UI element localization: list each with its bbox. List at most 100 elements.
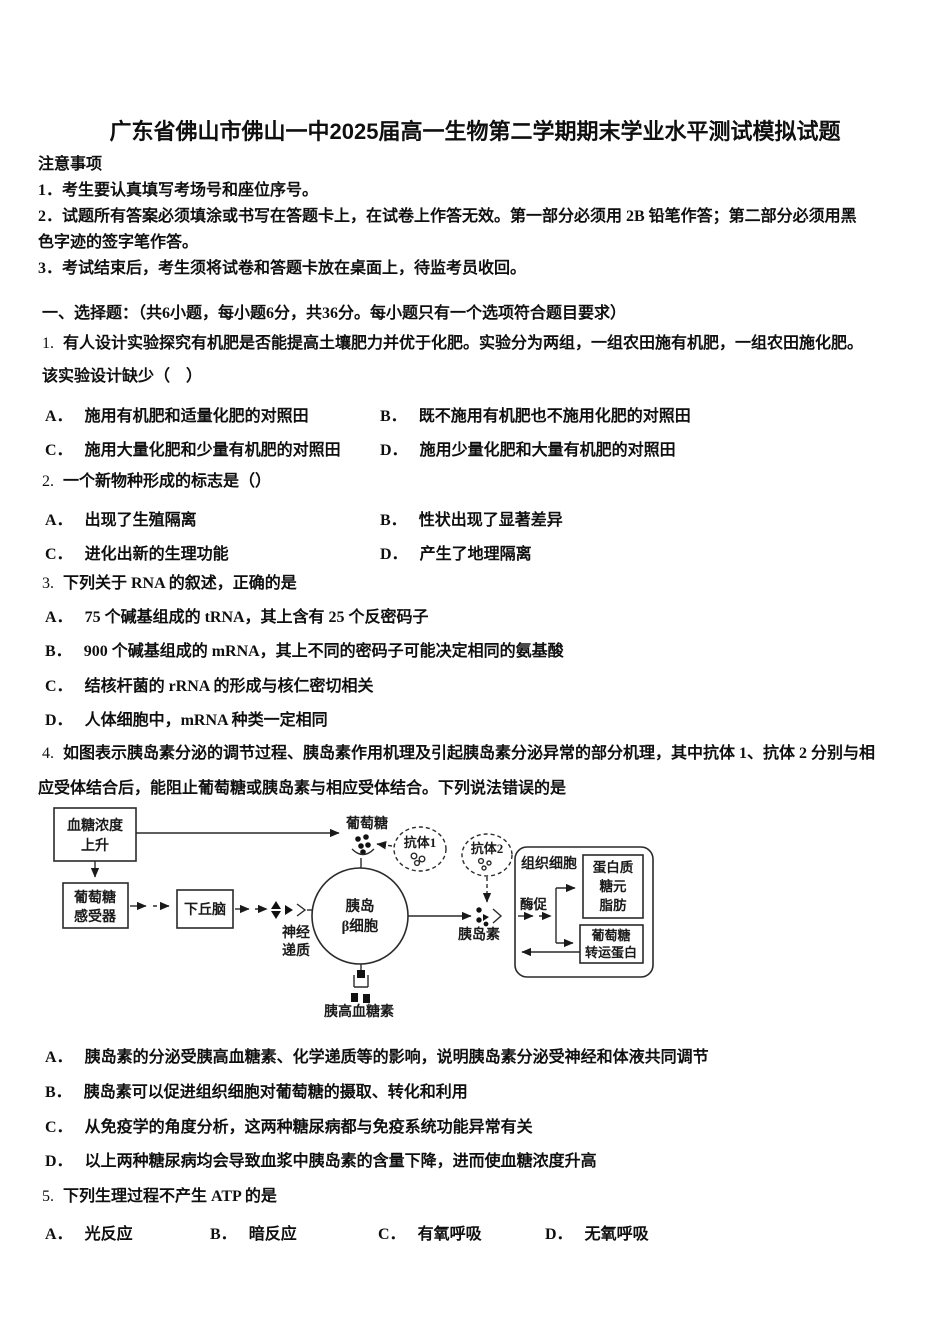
label-enzyme: 酶促 (520, 896, 548, 912)
option-q1-c-label: C． (45, 442, 73, 459)
question-2-stem-text: 一个新物种形成的标志是（） (63, 473, 272, 490)
question-2-options-row-2: C．进化出新的生理功能 D．产生了地理隔离 (0, 540, 950, 564)
question-1-options-row-1: A．施用有机肥和适量化肥的对照田 B．既不施用有机肥也不施用化肥的对照田 (0, 402, 950, 426)
option-q3-c-text: 结核杆菌的 rRNA 的形成与核仁密切相关 (84, 678, 374, 695)
option-q5-a-label: A． (45, 1226, 73, 1243)
question-5-stem-text: 下列生理过程不产生 ATP 的是 (63, 1188, 277, 1205)
option-q3-c: C．结核杆菌的 rRNA 的形成与核仁密切相关 (45, 676, 373, 698)
question-2-stem: 2. 一个新物种形成的标志是（） (42, 471, 271, 493)
label-glucagon: 胰高血糖素 (324, 1003, 394, 1020)
glucose-receptor-site: 葡萄糖 (345, 815, 388, 868)
section-header: 一、选择题：（共6小题，每小题6分，共36分。每小题只有一个选项符合题目要求） (42, 305, 627, 322)
option-q4-a-text: 胰岛素的分泌受胰高血糖素、化学递质等的影响，说明胰岛素分泌受神经和体液共同调节 (84, 1049, 709, 1066)
option-q2-a: A．出现了生殖隔离 (45, 506, 197, 530)
question-1-options-row-2: C． 施用大量化肥和少量有机肥的对照田 D．施用少量化肥和大量有机肥的对照田 (0, 436, 950, 460)
option-q2-b-label: B． (380, 512, 407, 529)
option-q1-a-label: A． (45, 408, 73, 425)
label-glucose: 葡萄糖 (345, 815, 388, 832)
question-5-stem: 5. 下列生理过程不产生 ATP 的是 (42, 1186, 277, 1208)
option-q4-d-text: 以上两种糖尿病均会导致血浆中胰岛素的含量下降，进而使血糖浓度升高 (84, 1153, 597, 1170)
question-3-stem-text: 下列关于 RNA 的叙述，正确的是 (63, 575, 297, 592)
box-blood-glucose-rise: 血糖浓度 上升 (53, 807, 137, 862)
label-sensor-1: 葡萄糖 (73, 889, 116, 906)
option-q4-c-label: C． (45, 1119, 73, 1136)
label-product-2: 糖元 (600, 878, 628, 894)
notice-heading: 注意事项 (38, 156, 103, 173)
option-q1-c: C． 施用大量化肥和少量有机肥的对照田 (45, 436, 341, 460)
label-sensor-2: 感受器 (74, 908, 117, 925)
antibody1-bubble: 抗体1 (376, 826, 447, 872)
box-glucose-sensor: 葡萄糖 感受器 (62, 882, 129, 929)
question-1-stem-text: 有人设计实验探究有机肥是否能提高土壤肥力并优于化肥。实验分为两组，一组农田施有机… (63, 335, 864, 352)
option-q3-a: A．75 个碱基组成的 tRNA，其上含有 25 个反密码子 (45, 607, 429, 629)
option-q2-d-label: D． (380, 546, 408, 563)
option-q5-c-text: 有氧呼吸 (417, 1226, 482, 1243)
box-hypothalamus: 下丘脑 (176, 889, 234, 929)
option-q4-b-text: 胰岛素可以促进组织细胞对葡萄糖的摄取、转化和利用 (83, 1084, 468, 1101)
question-5-options-row: A． 光反应 B．暗反应 C． 有氧呼吸 D． 无氧呼吸 (0, 1220, 950, 1244)
neurotransmitter-symbols: 神经 递质 (271, 901, 313, 959)
label-antibody1: 抗体1 (404, 835, 437, 850)
option-q3-d-text: 人体细胞中，mRNA 种类一定相同 (84, 712, 328, 729)
option-q4-b-label: B． (45, 1084, 72, 1101)
label-transporter-1: 葡萄糖 (590, 928, 630, 943)
diagram-arrows-left (90, 828, 340, 914)
option-q1-b: B．既不施用有机肥也不施用化肥的对照田 (380, 402, 691, 426)
option-q4-b: B． 胰岛素可以促进组织细胞对葡萄糖的摄取、转化和利用 (45, 1082, 468, 1104)
option-q3-b-text: 900 个碱基组成的 mRNA，其上不同的密码子可能决定相同的氨基酸 (83, 643, 564, 660)
option-q5-b: B．暗反应 (210, 1220, 297, 1244)
option-q2-b-text: 性状出现了显著差异 (418, 512, 563, 529)
option-q3-b-label: B． (45, 643, 72, 660)
option-q5-d-label: D． (545, 1226, 573, 1243)
glucagon-site: 胰高血糖素 (324, 964, 394, 1020)
option-q4-c-text: 从免疫学的角度分析，这两种糖尿病都与免疫系统功能异常有关 (84, 1119, 533, 1136)
option-q4-a: A．胰岛素的分泌受胰高血糖素、化学递质等的影响，说明胰岛素分泌受神经和体液共同调… (45, 1047, 709, 1069)
option-q5-d: D． 无氧呼吸 (545, 1220, 649, 1244)
option-q2-b: B． 性状出现了显著差异 (380, 506, 563, 530)
option-q5-b-text: 暗反应 (248, 1226, 297, 1243)
option-q2-d: D． 产生了地理隔离 (380, 540, 532, 564)
question-1-stem: 1. 有人设计实验探究有机肥是否能提高土壤肥力并优于化肥。实验分为两组，一组农田施… (42, 333, 863, 355)
label-product-3: 脂肪 (599, 897, 628, 913)
option-q1-c-text: 施用大量化肥和少量有机肥的对照田 (84, 442, 341, 459)
label-insulin: 胰岛素 (458, 926, 500, 943)
label-hypothalamus: 下丘脑 (184, 901, 226, 918)
option-q5-a-text: 光反应 (84, 1226, 133, 1243)
question-5-number: 5. (42, 1188, 54, 1205)
label-tissue-cell: 组织细胞 (521, 855, 577, 872)
label-blood-rise-1: 血糖浓度 (67, 817, 124, 834)
tissue-cell: 组织细胞 酶促 蛋白质 糖元 脂肪 葡萄糖 转运蛋白 (514, 846, 654, 978)
insulin-regulation-diagram: 血糖浓度 上升 葡萄糖 感受器 下丘脑 (53, 807, 654, 1020)
beta-cell: 胰岛 β细胞 (311, 867, 409, 965)
label-beta-cell-1: 胰岛 (346, 897, 375, 915)
option-q3-a-label: A． (45, 609, 73, 626)
option-q1-d-label: D． (380, 442, 408, 459)
notice-line-1: 1．考生要认真填写考场号和座位序号。 (38, 182, 319, 199)
option-q5-c-label: C． (378, 1226, 406, 1243)
label-antibody2: 抗体2 (471, 841, 504, 856)
question-4-stem: 4.如图表示胰岛素分泌的调节过程、胰岛素作用机理及引起胰岛素分泌异常的部分机理，… (42, 743, 875, 765)
option-q3-b: B． 900 个碱基组成的 mRNA，其上不同的密码子可能决定相同的氨基酸 (45, 641, 564, 663)
label-product-1: 蛋白质 (593, 859, 634, 875)
option-q2-c-label: C． (45, 546, 73, 563)
question-1-stem-2: 该实验设计缺少（ ） (42, 368, 203, 385)
option-q2-d-text: 产生了地理隔离 (419, 546, 532, 563)
question-4-number: 4. (42, 745, 54, 762)
insulin-release: 胰岛素 (408, 907, 503, 943)
option-q4-d-label: D． (45, 1153, 73, 1170)
question-2-number: 2. (42, 473, 54, 490)
label-transporter-2: 转运蛋白 (585, 945, 637, 960)
notice-line-2: 2．试题所有答案必须填涂或书写在答题卡上，在试卷上作答无效。第一部分必须用 2B… (38, 208, 857, 225)
question-3-stem: 3. 下列关于 RNA 的叙述，正确的是 (42, 573, 297, 595)
question-3-number: 3. (42, 575, 54, 592)
option-q2-a-label: A． (45, 512, 73, 529)
label-neuro-1: 神经 (282, 924, 310, 941)
option-q1-d: D．施用少量化肥和大量有机肥的对照田 (380, 436, 676, 460)
label-neuro-2: 递质 (282, 942, 310, 959)
option-q1-b-text: 既不施用有机肥也不施用化肥的对照田 (418, 408, 691, 425)
option-q5-d-text: 无氧呼吸 (584, 1226, 649, 1243)
question-1-number: 1. (42, 335, 54, 352)
antibody2-bubble: 抗体2 (461, 833, 513, 903)
option-q4-c: C． 从免疫学的角度分析，这两种糖尿病都与免疫系统功能异常有关 (45, 1117, 533, 1139)
